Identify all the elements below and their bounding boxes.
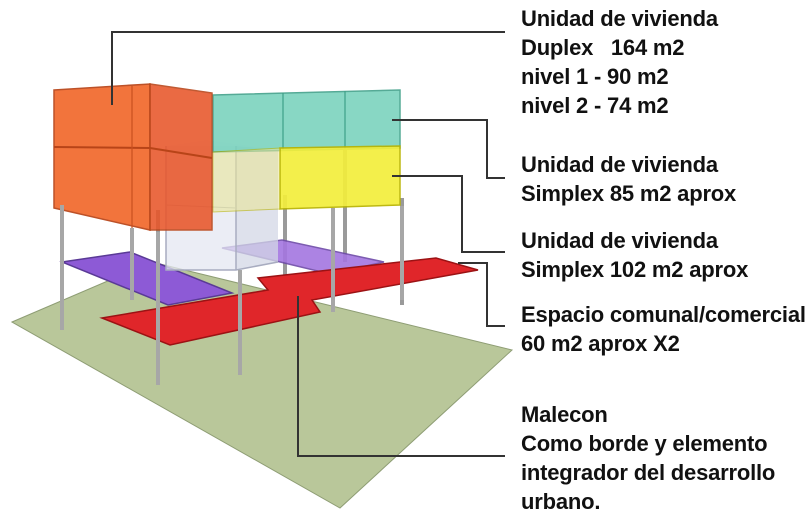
label-simplex102: Unidad de vivienda Simplex 102 m2 aprox [521, 226, 748, 284]
yellow-volume [212, 145, 401, 213]
malecon-title: Malecon [521, 402, 608, 427]
malecon-line2: integrador del desarrollo [521, 460, 776, 485]
leader-communal [458, 262, 505, 327]
duplex-level1: nivel 1 - 90 m2 [521, 64, 669, 89]
leader-malecon [297, 296, 505, 457]
simplex85-area: Simplex 85 m2 aprox [521, 181, 737, 206]
simplex102-area: Simplex 102 m2 aprox [521, 257, 749, 282]
label-simplex85: Unidad de vivienda Simplex 85 m2 aprox [521, 150, 736, 208]
duplex-title: Unidad de vivienda [521, 6, 718, 31]
leader-simplex102 [392, 175, 505, 253]
leader-duplex [111, 31, 505, 105]
label-malecon: Malecon Como borde y elemento integrador… [521, 400, 775, 516]
malecon-line1: Como borde y elemento [521, 431, 768, 456]
communal-title: Espacio comunal/comercial [521, 302, 806, 327]
boardwalk [99, 257, 479, 346]
label-duplex: Unidad de vivienda Duplex 164 m2 nivel 1… [521, 4, 718, 120]
leader-simplex85 [392, 119, 505, 179]
teal-volume [212, 89, 401, 153]
leader-lines [111, 31, 505, 457]
simplex102-title: Unidad de vivienda [521, 228, 718, 253]
duplex-level2: nivel 2 - 74 m2 [521, 93, 669, 118]
simplex85-title: Unidad de vivienda [521, 152, 718, 177]
front-columns [60, 205, 404, 385]
label-communal: Espacio comunal/comercial 60 m2 aprox X2 [521, 300, 806, 358]
duplex-volume [53, 83, 213, 231]
duplex-area: Duplex 164 m2 [521, 35, 685, 60]
communal-area: 60 m2 aprox X2 [521, 331, 680, 356]
malecon-line3: urbano. [521, 489, 601, 514]
